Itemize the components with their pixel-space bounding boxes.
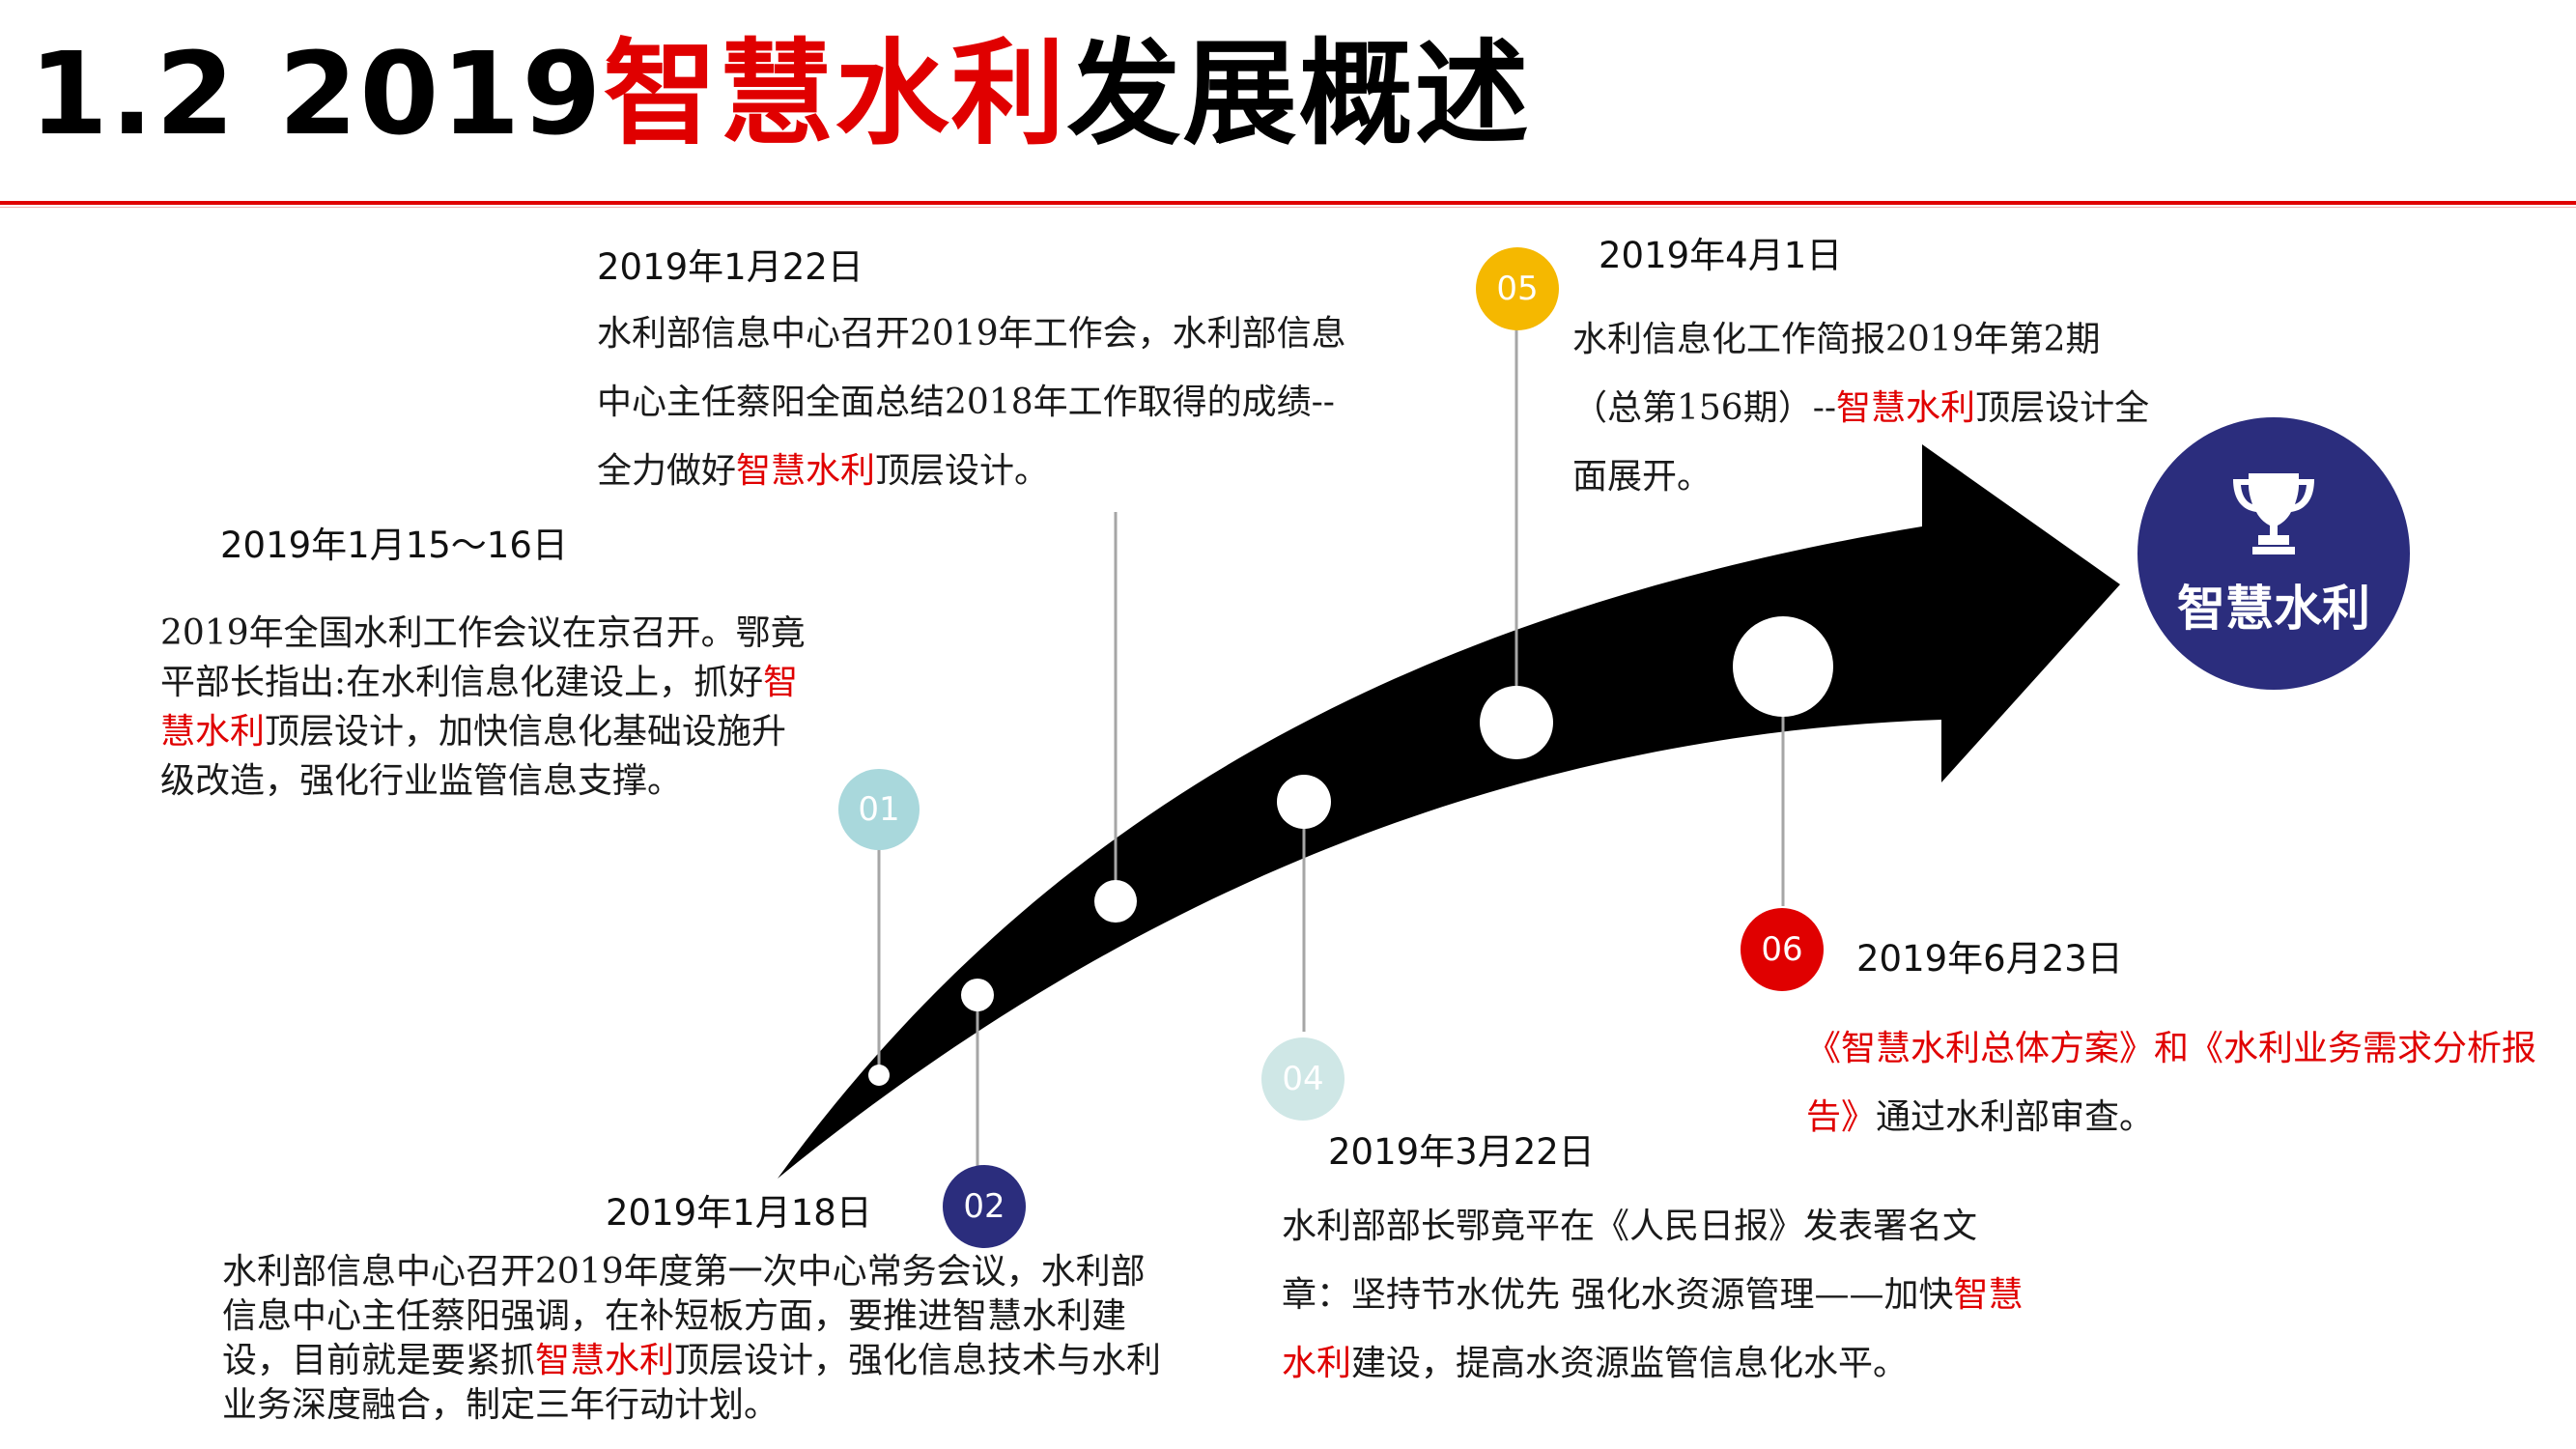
- timeline-dot-01: [868, 1065, 890, 1086]
- milestone-highlight-02: 智慧水利: [535, 1341, 675, 1380]
- milestone-date-01: 2019年1月15～16日: [220, 525, 568, 566]
- title-highlight: 智慧水利: [603, 27, 1067, 160]
- timeline-dot-03: [1094, 880, 1137, 923]
- timeline-dot-04: [1277, 775, 1331, 829]
- title-divider-shadow: [0, 207, 2576, 208]
- connector-lines: [877, 324, 1785, 1177]
- milestone-text-06b: 通过水利部审查。: [1876, 1097, 2155, 1137]
- milestone-date-02: 2019年1月18日: [606, 1192, 872, 1234]
- title-prefix: 1.2 2019: [29, 27, 604, 160]
- milestone-text-05b: 顶层设计全面展开。: [1572, 388, 2150, 497]
- milestone-text-01b: 顶层设计，加快信息化基础设施升级改造，强化行业监管信息支撑。: [160, 712, 787, 801]
- milestone-badge-05: 05: [1476, 247, 1559, 330]
- milestone-highlight-05: 智慧水利: [1836, 388, 1976, 428]
- timeline-dot-05: [1480, 686, 1553, 759]
- milestone-badge-04: 04: [1261, 1037, 1345, 1121]
- milestone-badge-02: 02: [943, 1165, 1026, 1248]
- milestone-text-06a: 《智慧水利总体方案》和《水利业务需求分析报告》: [1806, 1029, 2537, 1137]
- milestone-badge-06: 06: [1741, 908, 1824, 991]
- page-title: 1.2 2019智慧水利发展概述: [29, 37, 1531, 151]
- milestone-text-03a: 水利部信息中心召开2019年工作会，水利部信息中心主任蔡阳全面总结2018年工作…: [597, 314, 1346, 491]
- milestone-desc-04: 水利部部长鄂竟平在《人民日报》发表署名文章：坚持节水优先 强化水资源管理——加快…: [1282, 1192, 2045, 1398]
- timeline-dot-02: [961, 979, 994, 1011]
- milestone-date-03: 2019年1月22日: [597, 246, 863, 288]
- milestone-text-02a: 水利部信息中心召开2019年度第一次中心常务会议，水利部信息中心主任蔡阳强调，在…: [222, 1252, 1146, 1380]
- timeline-dot-06: [1733, 616, 1833, 717]
- milestone-highlight-03: 智慧水利: [736, 451, 876, 491]
- milestone-desc-06: 《智慧水利总体方案》和《水利业务需求分析报告》通过水利部审查。: [1806, 1014, 2560, 1151]
- milestone-text-05a: 水利信息化工作简报2019年第2期（总第156期）--: [1572, 320, 2101, 428]
- milestone-text-03b: 顶层设计。: [875, 451, 1050, 491]
- trophy-icon: [2233, 473, 2314, 554]
- milestone-text-01a: 2019年全国水利工作会议在京召开。鄂竟平部长指出:在水利信息化建设上，抓好: [160, 613, 806, 702]
- milestone-date-05: 2019年4月1日: [1599, 235, 1843, 276]
- milestone-desc-01: 2019年全国水利工作会议在京召开。鄂竟平部长指出:在水利信息化建设上，抓好智慧…: [160, 609, 817, 806]
- timeline-dots: [868, 616, 1833, 1086]
- milestone-text-04a: 水利部部长鄂竟平在《人民日报》发表署名文章：坚持节水优先 强化水资源管理——加快: [1282, 1207, 1978, 1315]
- milestone-desc-03: 水利部信息中心召开2019年工作会，水利部信息中心主任蔡阳全面总结2018年工作…: [597, 299, 1360, 505]
- title-divider: [0, 201, 2576, 205]
- milestone-date-06: 2019年6月23日: [1856, 938, 2123, 980]
- milestone-text-04b: 建设，提高水资源监管信息化水平。: [1351, 1344, 1909, 1383]
- milestone-highlight-04: 智慧水利: [1282, 1275, 2024, 1383]
- goal-label: 智慧水利: [2177, 581, 2370, 637]
- title-suffix: 发展概述: [1066, 27, 1531, 160]
- milestone-badge-01: 01: [838, 769, 920, 850]
- milestone-highlight-01: 智慧水利: [160, 663, 799, 752]
- milestone-date-04: 2019年3月22日: [1328, 1131, 1595, 1173]
- milestone-desc-02: 水利部信息中心召开2019年度第一次中心常务会议，水利部信息中心主任蔡阳强调，在…: [222, 1250, 1169, 1428]
- goal-circle: 智慧水利: [2137, 417, 2410, 690]
- milestone-text-02b: 顶层设计，强化信息技术与水利业务深度融合，制定三年行动计划。: [222, 1341, 1162, 1425]
- milestone-desc-05: 水利信息化工作简报2019年第2期（总第156期）--智慧水利顶层设计全面展开。: [1572, 305, 2152, 511]
